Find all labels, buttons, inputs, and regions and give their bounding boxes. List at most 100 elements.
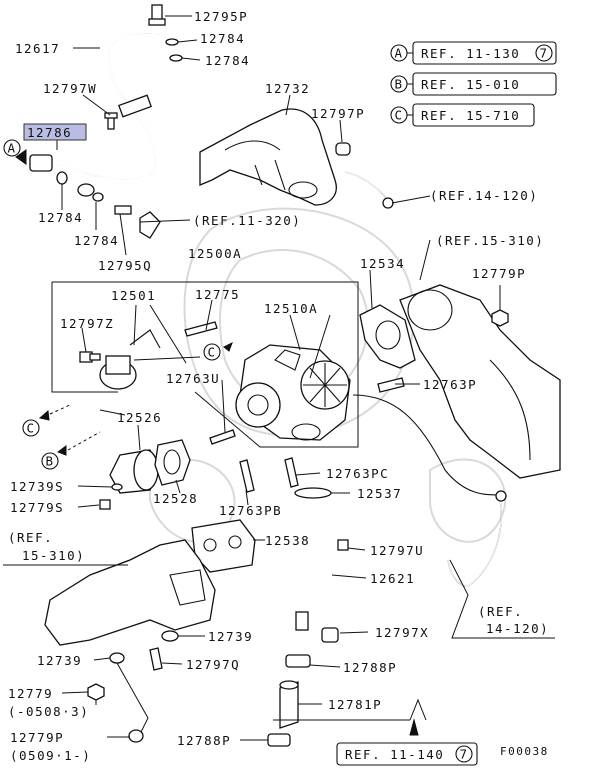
stud-12763U[interactable]: [209, 429, 236, 445]
part-label-12537[interactable]: 12537: [357, 486, 402, 501]
turbo-outlet-12526[interactable]: [109, 449, 161, 494]
part-label-12786[interactable]: 12786: [27, 125, 72, 140]
clamp-12788P-bottom[interactable]: [267, 733, 291, 747]
part-label-12784[interactable]: 12784: [200, 31, 245, 46]
part-label-12797X[interactable]: 12797X: [375, 625, 429, 640]
bolt-12797Z[interactable]: [79, 351, 101, 363]
studs-12763PC[interactable]: [239, 457, 299, 493]
part-label-12739S[interactable]: 12739S: [10, 479, 64, 494]
part-label-12797P[interactable]: 12797P: [311, 106, 365, 121]
stud-12775[interactable]: [184, 321, 218, 337]
ref-lines: [3, 219, 555, 736]
part-label-12775[interactable]: 12775: [195, 287, 240, 302]
part-label-12779P[interactable]: 12779P: [472, 266, 526, 281]
nut-12779P-bottom[interactable]: [128, 729, 144, 743]
part-label-12501[interactable]: 12501: [111, 288, 156, 303]
ref-15-310-top[interactable]: (REF.15-310): [436, 233, 544, 248]
part-label-12510A[interactable]: 12510A: [264, 301, 318, 316]
union-12786[interactable]: [15, 149, 68, 185]
part-label-12763PC[interactable]: 12763PC: [326, 466, 389, 481]
part-label-12779S[interactable]: 12779S: [10, 500, 64, 515]
exhaust-pipe-right[interactable]: [399, 284, 561, 479]
gasket-12534[interactable]: [359, 304, 416, 369]
bolt-12797X[interactable]: [321, 627, 339, 643]
marker-c-upper[interactable]: C: [203, 341, 233, 361]
part-label-12797Z[interactable]: 12797Z: [60, 316, 114, 331]
gasket-12528[interactable]: [154, 439, 191, 486]
part-label-12526[interactable]: 12526: [117, 410, 162, 425]
part-label-12784[interactable]: 12784: [205, 53, 250, 68]
marker-b-left[interactable]: B: [41, 431, 101, 470]
part-label-12617[interactable]: 12617: [15, 41, 60, 56]
heat-protector-12732[interactable]: [199, 108, 337, 206]
banjo-bolt-12795P[interactable]: [148, 4, 166, 26]
fitting-lower[interactable]: [77, 183, 161, 239]
ref-15-310-left-line1[interactable]: (REF.: [8, 530, 53, 545]
part-label-date-range-0508[interactable]: (-0508·3): [8, 704, 89, 719]
part-label-12788P[interactable]: 12788P: [343, 660, 397, 675]
part-label-12795P[interactable]: 12795P: [194, 9, 248, 24]
part-label-12781P[interactable]: 12781P: [328, 697, 382, 712]
part-label-12784[interactable]: 12784: [74, 233, 119, 248]
part-label-12538[interactable]: 12538: [265, 533, 310, 548]
gasket-12784-top[interactable]: [165, 38, 183, 62]
stud-12763P[interactable]: [377, 377, 405, 393]
oil-pipe-12617[interactable]: [59, 32, 166, 180]
ref-box-a[interactable]: A REF. 11-130 7: [390, 41, 557, 65]
bolt-12797Q[interactable]: [149, 647, 163, 671]
ref-text: REF. 15-010: [421, 77, 520, 92]
part-label-12500A[interactable]: 12500A: [188, 246, 242, 261]
bolt-12797U[interactable]: [337, 539, 349, 551]
marker-label: C: [394, 108, 403, 123]
part-label-12788P[interactable]: 12788P: [177, 733, 231, 748]
marker-c-lower[interactable]: C: [22, 403, 73, 437]
part-label-12739[interactable]: 12739: [208, 629, 253, 644]
part-label-12621[interactable]: 12621: [370, 571, 415, 586]
ref-box-b[interactable]: B REF. 15-010: [390, 72, 557, 96]
part-label-12797U[interactable]: 12797U: [370, 543, 424, 558]
washer-12739-lower[interactable]: [109, 652, 125, 664]
leader-lines: [56, 15, 501, 741]
washer-12739-upper[interactable]: [161, 630, 179, 642]
water-pipe-right[interactable]: [447, 490, 507, 587]
part-label-12784[interactable]: 12784: [38, 210, 83, 225]
part-label-12763U[interactable]: 12763U: [166, 371, 220, 386]
ref-14-120-bottom-line1[interactable]: (REF.: [478, 604, 523, 619]
part-label-12797Q[interactable]: 12797Q: [186, 657, 240, 672]
ref-text: REF. 11-130: [421, 46, 520, 61]
part-label-12534[interactable]: 12534: [360, 256, 405, 271]
ref-box-11-140[interactable]: REF. 11-140 7: [336, 742, 478, 766]
clamp-12788P-top[interactable]: [285, 654, 311, 668]
turbocharger-12510A[interactable]: [235, 344, 351, 441]
part-label-date-range-0509[interactable]: (0509·1-): [10, 748, 91, 763]
turbocharger-assembly-box: [51, 281, 359, 448]
part-label-12528[interactable]: 12528: [153, 491, 198, 506]
marker-a-top[interactable]: A: [3, 139, 21, 157]
nut-12779S[interactable]: [99, 499, 111, 510]
ref-box-c[interactable]: C REF. 15-710: [390, 103, 535, 127]
ref-14-120-top[interactable]: (REF.14-120): [430, 188, 538, 203]
marker-label: C: [26, 421, 35, 436]
part-label-12779[interactable]: 12779: [8, 686, 53, 701]
exhaust-manifold-left[interactable]: [44, 539, 216, 646]
nut-12779P[interactable]: [491, 309, 509, 327]
stud-12739S[interactable]: [111, 483, 123, 491]
hose-12781P[interactable]: [279, 680, 299, 729]
ref-11-320[interactable]: (REF.11-320): [193, 213, 301, 228]
part-label-12763PB[interactable]: 12763PB: [219, 503, 282, 518]
wastegate-actuator-12501[interactable]: [99, 329, 201, 390]
oil-return-pipe-12621[interactable]: [295, 509, 330, 631]
gasket-12537[interactable]: [294, 487, 332, 499]
part-label-12732[interactable]: 12732: [265, 81, 310, 96]
part-label-12739[interactable]: 12739: [37, 653, 82, 668]
ref-15-310-left-line2[interactable]: 15-310): [22, 548, 85, 563]
bolt-12797W[interactable]: [104, 112, 118, 130]
part-label-12779P[interactable]: 12779P: [10, 730, 64, 745]
part-label-12797W[interactable]: 12797W: [43, 81, 97, 96]
part-label-12763P[interactable]: 12763P: [423, 377, 477, 392]
ref-14-120-bottom-line2[interactable]: 14-120): [486, 621, 549, 636]
part-label-12795Q[interactable]: 12795Q: [98, 258, 152, 273]
cap-12797P[interactable]: [335, 142, 351, 156]
nut-12779[interactable]: [87, 683, 105, 701]
